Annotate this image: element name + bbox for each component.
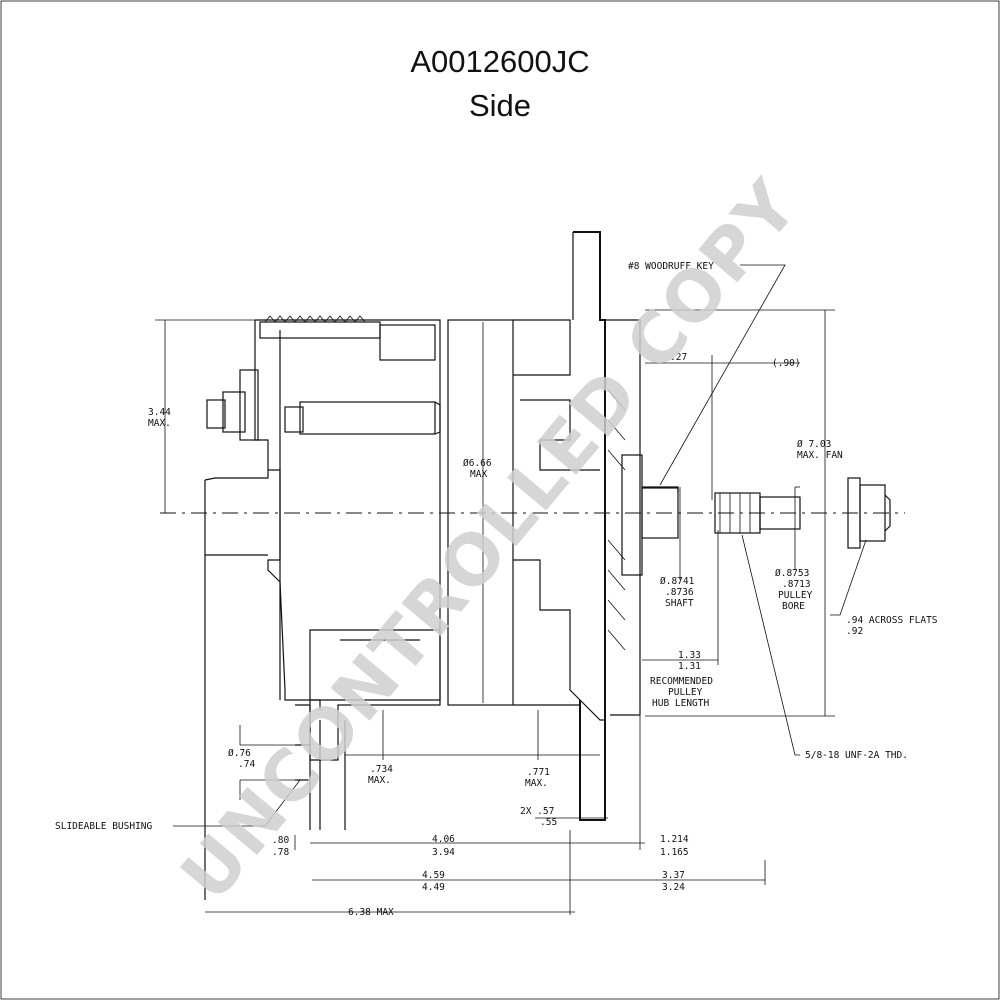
dim-771-max: MAX. — [525, 778, 548, 789]
recommended-label: RECOMMENDED — [650, 676, 713, 687]
bore-dia-1: Ø.8753 — [775, 568, 809, 579]
bore-label: BORE — [782, 601, 805, 612]
dim-080: .80 — [272, 835, 289, 846]
dim-1165: 1.165 — [660, 847, 689, 858]
dim-090: (.90) — [772, 358, 801, 369]
view-subtitle: Side — [468, 88, 532, 123]
dim-734-max: MAX. — [368, 775, 391, 786]
dim-638-max: 6.38 MAX — [348, 907, 394, 918]
dim-344-max: MAX. — [148, 418, 171, 429]
across-flats-2: .92 — [846, 626, 863, 637]
dim-055: .55 — [540, 817, 557, 828]
page-title: A0012600JC — [410, 44, 590, 79]
alternator-body — [204, 231, 891, 900]
dim-1214: 1.214 — [660, 834, 689, 845]
dim-406: 4.06 — [432, 834, 455, 845]
dim-337: 3.37 — [662, 870, 685, 881]
hub-length-2: 1.31 — [678, 661, 701, 672]
hub-length-label: HUB LENGTH — [652, 698, 709, 709]
dim-394: 3.94 — [432, 847, 455, 858]
dim-459: 4.59 — [422, 870, 445, 881]
bore-dia-2: .8713 — [782, 579, 811, 590]
dim-dia-666: Ø6.66 — [463, 458, 492, 469]
dim-dia-076: Ø.76 — [228, 748, 251, 759]
thread-label: 5/8-18 UNF-2A THD. — [805, 750, 908, 761]
dim-074: .74 — [238, 759, 255, 770]
across-flats-1: .94 ACROSS FLATS — [846, 615, 938, 626]
dim-344: 3.44 — [148, 407, 171, 418]
shaft-label: SHAFT — [665, 598, 694, 609]
dim-057: 2X .57 — [520, 806, 554, 817]
dimension-labels: #8 WOODRUFF KEY .27 (.90) 3.44 MAX. Ø6.6… — [55, 261, 938, 918]
dim-027: .27 — [670, 352, 687, 363]
dim-dia-703: Ø 7.03 — [797, 439, 831, 450]
dim-449: 4.49 — [422, 882, 445, 893]
slideable-bushing-label: SLIDEABLE BUSHING — [55, 821, 153, 832]
dim-666-max: MAX — [470, 469, 487, 480]
shaft-dia-1: Ø.8741 — [660, 576, 695, 587]
woodruff-key-label: #8 WOODRUFF KEY — [628, 261, 714, 272]
dim-734: .734 — [370, 764, 393, 775]
pulley-label-2: PULLEY — [668, 687, 703, 698]
pulley-label: PULLEY — [778, 590, 813, 601]
dim-324: 3.24 — [662, 882, 685, 893]
uncontrolled-copy-watermark: UNCONTROLLED COPY — [165, 164, 814, 916]
dim-078: .78 — [272, 847, 289, 858]
hub-length-1: 1.33 — [678, 650, 701, 661]
dim-771: .771 — [527, 767, 550, 778]
shaft-dia-2: .8736 — [665, 587, 694, 598]
dim-703-max-fan: MAX. FAN — [797, 450, 843, 461]
dimension-lines — [155, 264, 867, 915]
